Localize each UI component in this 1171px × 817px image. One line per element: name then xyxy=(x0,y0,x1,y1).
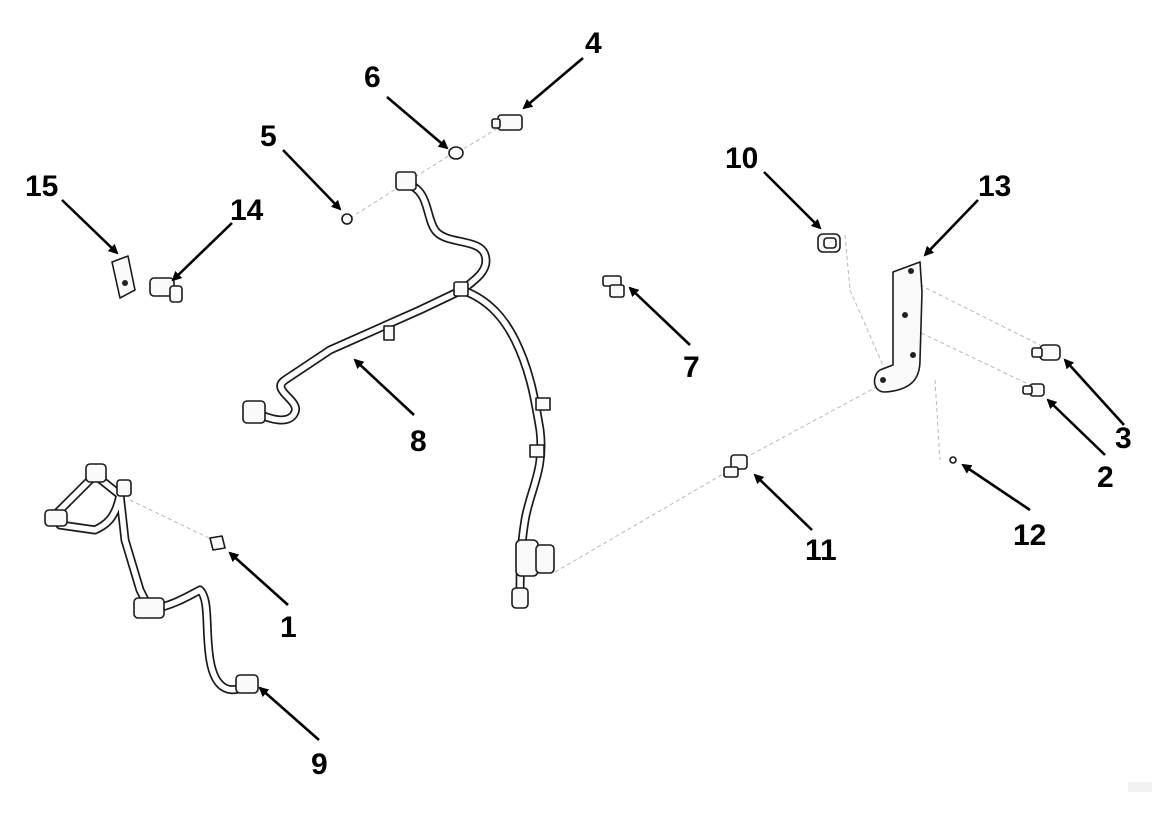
arrow-14 xyxy=(171,222,233,282)
bolt-part-3 xyxy=(1031,344,1061,361)
hose-connector xyxy=(116,479,132,497)
connector-part-4 xyxy=(491,114,523,131)
callout-6: 6 xyxy=(364,61,381,94)
callout-11: 11 xyxy=(805,534,837,567)
callout-12: 12 xyxy=(1013,519,1046,552)
arrow-1 xyxy=(228,551,289,606)
hose-assembly-part-9 xyxy=(44,463,259,695)
bracket-part-15 xyxy=(111,255,136,299)
callout-4: 4 xyxy=(585,27,602,60)
bracket-hole xyxy=(122,280,128,286)
callout-8: 8 xyxy=(410,425,427,458)
callout-1: 1 xyxy=(280,611,297,644)
hose-clamp xyxy=(535,397,551,411)
hose-tee-junction xyxy=(453,281,469,297)
hose-end-fitting xyxy=(235,674,259,694)
callout-2: 2 xyxy=(1097,461,1114,494)
callout-arrows xyxy=(61,57,1125,741)
callout-3: 3 xyxy=(1115,422,1132,455)
arrow-12 xyxy=(961,463,1031,512)
o-ring-part-5 xyxy=(341,213,353,225)
mounting-bracket-part-13 xyxy=(873,261,923,393)
hose-end-fitting-top xyxy=(395,171,417,191)
callout-labels: 4 6 5 15 14 10 13 7 8 3 2 12 11 1 9 xyxy=(25,27,1132,781)
corner-mark xyxy=(1128,782,1152,792)
arrow-2 xyxy=(1046,398,1106,456)
bolt-part-7 xyxy=(602,275,625,298)
washer-part-12 xyxy=(949,456,957,464)
arrow-11 xyxy=(753,473,813,531)
hose-assembly-part-8 xyxy=(242,171,555,609)
clip-part-1 xyxy=(209,535,226,551)
callout-9: 9 xyxy=(311,748,328,781)
bolt-part-2 xyxy=(1022,383,1045,397)
fitting-part-14 xyxy=(149,277,183,303)
hose-connector-bottom xyxy=(515,539,539,577)
hose-clamp xyxy=(383,325,395,341)
callout-5: 5 xyxy=(260,120,277,153)
hose-connector-bottom xyxy=(535,544,555,574)
hose-end-fitting-left xyxy=(242,400,266,424)
assembly-guide-lines xyxy=(129,126,1041,573)
callout-14: 14 xyxy=(230,194,264,227)
hose-clamp xyxy=(529,444,545,458)
hose-connector xyxy=(44,509,68,527)
bolt-part-11 xyxy=(723,454,748,478)
arrow-15 xyxy=(61,199,119,255)
arrow-8 xyxy=(353,358,415,416)
callout-7: 7 xyxy=(683,351,700,384)
arrow-13 xyxy=(923,199,979,257)
nut-part-10 xyxy=(817,233,841,253)
hose-end-fitting-bottom xyxy=(511,587,529,609)
arrow-6 xyxy=(386,96,449,150)
callout-10: 10 xyxy=(725,142,758,175)
arrow-3 xyxy=(1063,358,1125,426)
arrow-9 xyxy=(258,686,320,741)
arrow-5 xyxy=(282,149,342,211)
small-parts xyxy=(111,114,1061,551)
hose-connector xyxy=(85,463,107,483)
arrow-7 xyxy=(628,286,691,346)
callout-13: 13 xyxy=(978,170,1011,203)
o-ring-part-6 xyxy=(448,146,464,160)
arrow-4 xyxy=(522,57,584,110)
callout-15: 15 xyxy=(25,170,58,203)
arrow-10 xyxy=(763,171,822,230)
hose-connector xyxy=(133,597,165,619)
